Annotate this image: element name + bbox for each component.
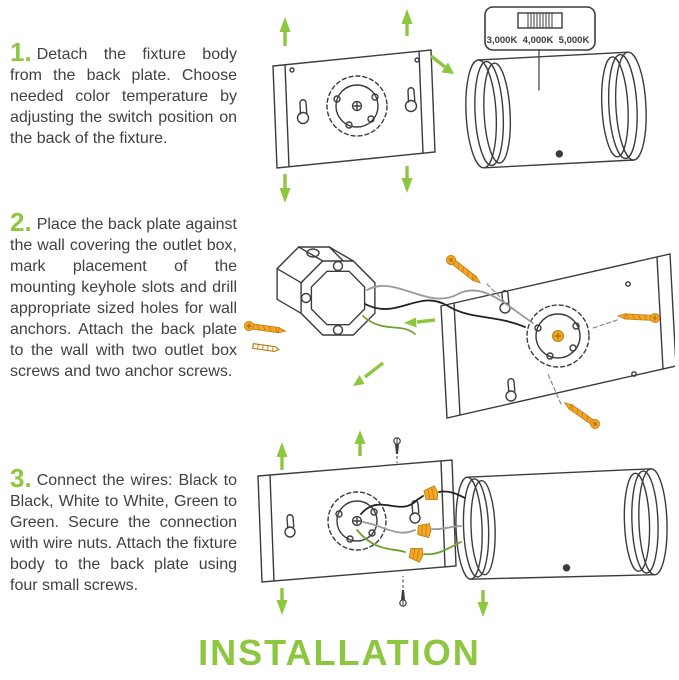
guide-lines [486,283,618,405]
small-screw [401,590,405,600]
step-1-number: 1. [10,37,32,67]
step2-illustration [243,246,675,431]
step-2-text: Place the back plate against the wall co… [10,216,237,380]
switch-label-5000k: 5,000K [559,35,590,46]
direction-arrows [353,317,436,386]
fixture-button [562,564,571,572]
knockout-pattern [327,491,387,551]
switch-label-3000k: 3,000K [487,35,518,46]
arrow-down-left-icon [363,361,385,379]
fixture-body [465,51,647,169]
arrow-left-icon [416,318,436,324]
step-2: 2.Place the back plate against the wall … [10,209,237,382]
small-screws [393,437,407,607]
wires [356,490,466,556]
back-plate [272,49,436,169]
fixture-body [455,468,668,580]
back-plate [257,459,457,583]
small-screw [395,444,399,454]
outlet-box [276,246,376,336]
anchor-screw [243,320,287,337]
step1-illustration: 3,000K 4,000K 5,000K [272,6,647,203]
switch-label-4000k: 4,000K [523,35,554,46]
step-1-text: Detach the fixture body from the back pl… [10,46,237,147]
mounting-screw [443,252,484,287]
wire-nut [417,522,432,539]
step-3-number: 3. [10,463,32,493]
knockout-pattern [526,304,590,368]
page-title: INSTALLATION [198,632,481,673]
wall-anchor [252,343,280,353]
step-2-number: 2. [10,207,32,237]
direction-arrows [276,430,489,617]
fixture-button [555,150,564,158]
color-temp-callout [484,6,596,91]
step3-illustration [257,430,668,617]
mounting-screw [561,398,602,431]
arrow-diagonal-icon [429,54,447,69]
center-screw [552,330,564,342]
step-1: 1.Detach the fixture body from the back … [10,39,237,149]
knockout-pattern [326,75,388,137]
direction-arrows [279,9,454,203]
step-3-text: Connect the wires: Black to Black, White… [10,472,237,594]
wires [362,284,534,335]
step-3: 3.Connect the wires: Black to Black, Whi… [10,465,237,596]
